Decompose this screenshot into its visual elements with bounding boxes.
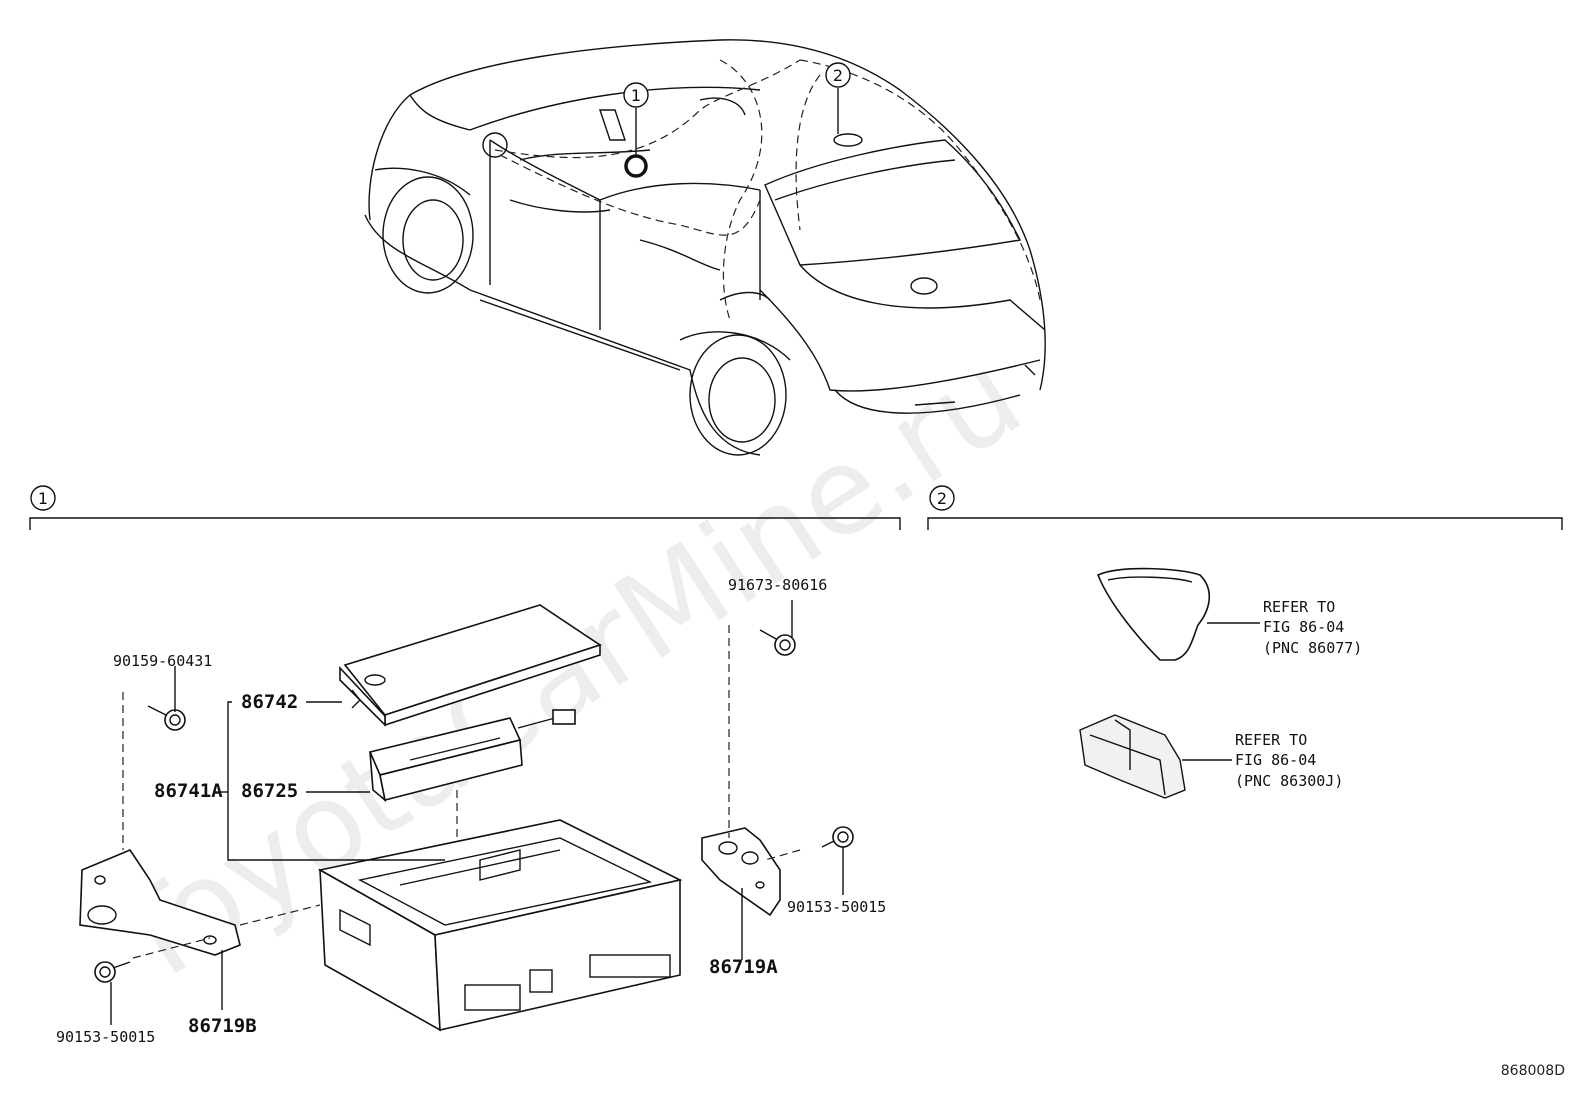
part-antenna-amplifier	[1079, 714, 1232, 799]
callout-1-text: 1	[631, 86, 641, 105]
label-90153-50015-left: 90153-50015	[56, 1028, 155, 1046]
refer-note-1-line1: REFER TO	[1263, 598, 1335, 616]
refer-note-1-line3: (PNC 86077)	[1263, 639, 1362, 657]
part-radio-frame	[317, 819, 683, 1032]
refer-note-2: REFER TO FIG 86-04 (PNC 86300J)	[1235, 731, 1343, 790]
label-86719B: 86719B	[188, 1015, 257, 1037]
refer-note-2-line3: (PNC 86300J)	[1235, 772, 1343, 790]
refer-note-2-line2: FIG 86-04	[1235, 751, 1316, 769]
screw-91673-80616	[759, 629, 796, 656]
refer-note-2-line1: REFER TO	[1235, 731, 1307, 749]
label-86719A: 86719A	[709, 956, 778, 978]
car-illustration	[364, 39, 1046, 456]
diagram-code: 868008D	[1501, 1063, 1565, 1079]
refer-note-1: REFER TO FIG 86-04 (PNC 86077)	[1263, 598, 1362, 657]
label-90153-50015-right: 90153-50015	[787, 898, 886, 916]
assembly-dashed-lines	[122, 625, 801, 959]
part-cover-86742	[339, 604, 602, 727]
section-2-marker: 2	[937, 489, 947, 508]
part-bracket-86719B	[79, 849, 241, 956]
section-2-header: 2	[927, 485, 1563, 530]
label-90159-60431: 90159-60431	[113, 652, 212, 670]
callout-2: 2	[825, 62, 851, 88]
part-module-86725	[368, 709, 576, 803]
section-1-marker: 1	[38, 489, 48, 508]
section-1-header: 1	[29, 485, 901, 530]
label-91673-80616: 91673-80616	[728, 576, 827, 594]
label-86741A: 86741A	[154, 780, 223, 802]
leader-lines	[110, 600, 844, 1025]
label-86742: 86742	[241, 691, 298, 713]
screw-90159-60431	[147, 705, 186, 731]
callout-1: 1	[623, 82, 649, 108]
label-86725: 86725	[241, 780, 298, 802]
part-bracket-86719A	[701, 827, 781, 917]
screw-90153-50015-right	[821, 826, 854, 848]
refer-note-1-line2: FIG 86-04	[1263, 618, 1344, 636]
callout-2-text: 2	[833, 66, 843, 85]
screw-90153-50015-left	[94, 961, 131, 983]
part-antenna-shark-fin	[1096, 567, 1260, 661]
